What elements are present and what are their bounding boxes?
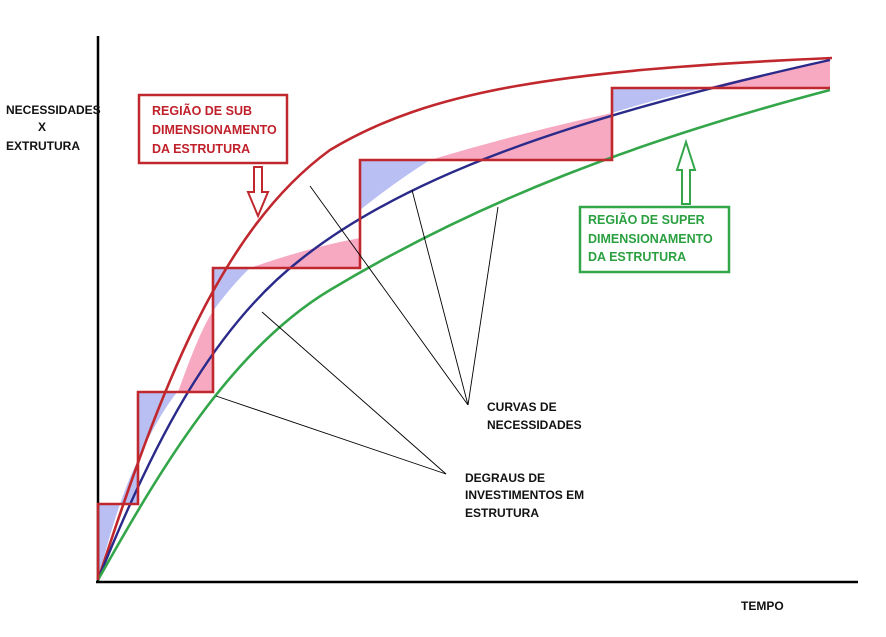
y-axis-label: NECESSIDADES X EXTRUTURA	[6, 103, 101, 153]
lower-need-curve	[96, 88, 831, 581]
sub-dimension-callout: REGIÃO DE SUB DIMENSIONAMENTO DA ESTRUTU…	[137, 93, 289, 219]
pointer-line-step-1	[261, 311, 447, 475]
y-axis-label-line-2: X	[38, 120, 46, 134]
sub-dimension-line-2: DIMENSIONAMENTO	[152, 123, 277, 137]
x-axis-label: TEMPO	[741, 599, 784, 613]
steps-pointer-lines	[215, 311, 447, 475]
sub-dimension-box	[137, 93, 289, 165]
super-dimension-callout: REGIÃO DE SUPER DIMENSIONAMENTO DA ESTRU…	[578, 138, 731, 274]
y-axis-label-line-1: NECESSIDADES	[6, 103, 101, 117]
under-region-3	[250, 238, 360, 268]
super-dimension-arrow	[675, 138, 697, 205]
pointer-line-upper	[309, 185, 469, 406]
super-dimension-line-1: REGIÃO DE SUPER	[588, 212, 705, 227]
super-dimension-line-3: DA ESTRUTURA	[588, 250, 686, 264]
curves-pointer-lines	[309, 185, 499, 406]
pointer-line-middle	[411, 189, 469, 406]
sub-dimension-line-1: REGIÃO DE SUB	[152, 103, 252, 118]
curves-label-line-1: CURVAS DE	[487, 400, 557, 414]
middle-need-curve	[96, 58, 831, 581]
steps-label: DEGRAUS DE INVESTIMENTOS EM ESTRUTURA	[465, 471, 584, 520]
steps-label-line-2: INVESTIMENTOS EM	[465, 488, 584, 502]
sub-dimension-arrow	[246, 166, 270, 219]
over-region-4	[360, 160, 430, 210]
steps-label-line-1: DEGRAUS DE	[465, 471, 545, 485]
under-region-2	[178, 311, 213, 392]
investment-steps	[96, 86, 830, 580]
pointer-line-step-2	[215, 395, 447, 475]
super-dimension-line-2: DIMENSIONAMENTO	[588, 232, 713, 246]
over-region-3	[213, 268, 250, 311]
y-axis-label-line-3: EXTRUTURA	[6, 139, 80, 153]
sub-dimension-line-3: DA ESTRUTURA	[152, 142, 250, 156]
pointer-line-lower	[467, 206, 499, 406]
steps-label-line-3: ESTRUTURA	[465, 506, 539, 520]
axes	[96, 36, 858, 584]
over-region-5	[612, 88, 705, 113]
upper-need-curve	[96, 56, 833, 581]
super-dimension-box	[578, 205, 731, 274]
curves-label: CURVAS DE NECESSIDADES	[487, 400, 582, 432]
under-region-4	[430, 113, 612, 160]
curves-label-line-2: NECESSIDADES	[487, 418, 582, 432]
